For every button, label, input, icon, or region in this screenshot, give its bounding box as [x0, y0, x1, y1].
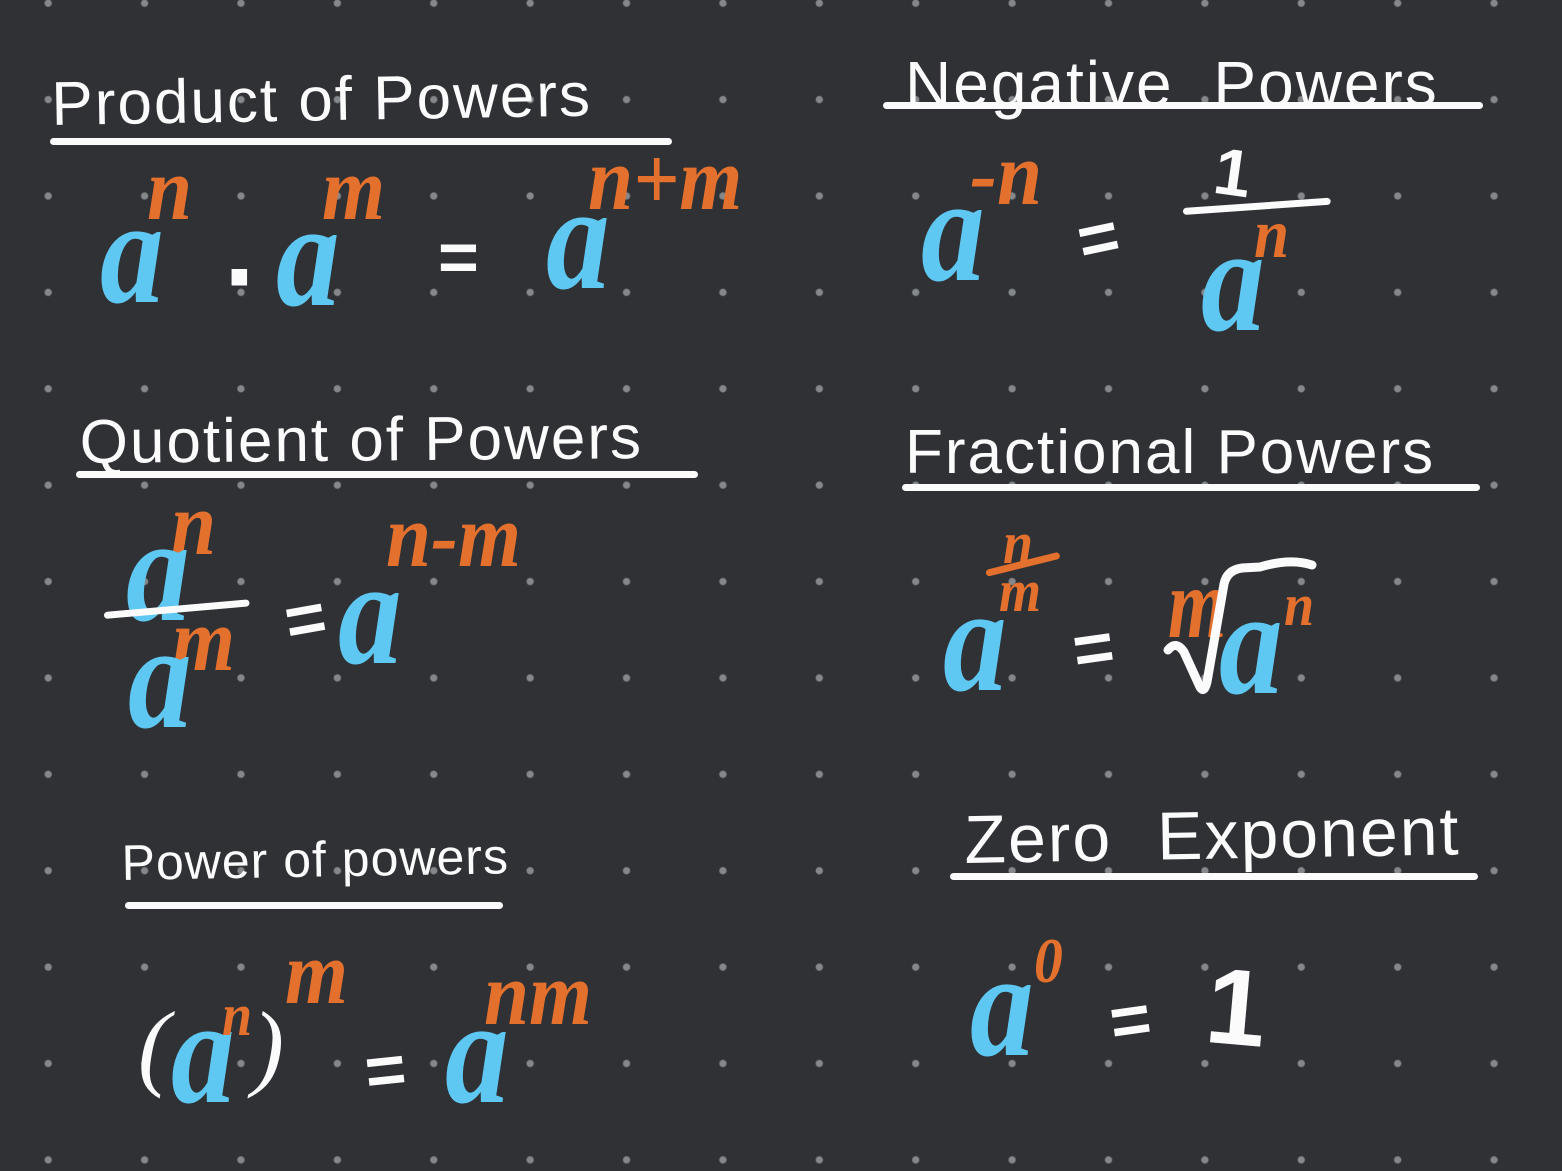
fractional-equals-sign: =	[1067, 606, 1120, 690]
fractional-base: a	[943, 557, 1007, 723]
product-base-1: a	[100, 169, 164, 335]
zero-exp: 0	[1034, 925, 1063, 996]
quotient-numerator-exp: n	[171, 475, 217, 574]
quotient-denominator-exp: m	[172, 591, 236, 690]
negative-fraction-bar	[1182, 197, 1331, 215]
radical-sign	[1163, 557, 1317, 694]
power-result-exp: nm	[484, 945, 593, 1044]
product-equals-sign: =	[438, 218, 479, 296]
product-result-exp: n+m	[588, 130, 743, 229]
negative-powers-title: Negative Powers	[905, 48, 1439, 120]
quotient-fraction-bar	[103, 599, 250, 619]
power-inner-exp: n	[222, 982, 253, 1048]
negative-denominator-exp: n	[1254, 196, 1290, 273]
close-paren: )	[252, 992, 284, 1099]
power-equals-sign: =	[361, 1029, 410, 1111]
fractional-exp-fraction-bar	[985, 551, 1061, 577]
product-of-powers-title: Product of Powers	[50, 60, 593, 139]
fractional-radicand-base: a	[1219, 560, 1283, 726]
product-result-base: a	[546, 155, 610, 321]
product-of-powers-underline	[50, 138, 672, 145]
power-result-base: a	[445, 969, 509, 1135]
negative-base: a	[921, 147, 985, 313]
fractional-root-index: m	[1168, 548, 1227, 659]
power-base: a	[171, 969, 235, 1135]
quotient-equals-sign: =	[278, 577, 333, 661]
quotient-result-base: a	[338, 530, 402, 696]
power-of-powers-underline	[125, 902, 503, 909]
multiplication-dot: ·	[224, 215, 261, 338]
zero-equals-sign: =	[1104, 978, 1157, 1062]
open-paren: (	[138, 992, 170, 1099]
power-of-powers-title: Power of powers	[121, 828, 510, 891]
negative-denominator-base: a	[1201, 197, 1265, 363]
negative-exp: -n	[970, 125, 1043, 224]
fractional-powers-title: Fractional Powers	[905, 418, 1436, 487]
product-exp-2: m	[322, 140, 386, 239]
product-exp-1: n	[147, 140, 193, 239]
negative-equals-sign: =	[1070, 195, 1127, 281]
fractional-radicand-exp: n	[1284, 572, 1315, 638]
power-outer-exp: m	[285, 924, 349, 1023]
fractional-powers-underline	[902, 484, 1480, 491]
product-base-2: a	[276, 172, 340, 338]
quotient-of-powers-title: Quotient of Powers	[79, 403, 644, 477]
quotient-denominator-base: a	[128, 594, 192, 760]
zero-base: a	[970, 922, 1034, 1088]
quotient-numerator-base: a	[126, 487, 190, 653]
fractional-exp-denominator: m	[999, 558, 1042, 624]
negative-fraction-numerator: 1	[1209, 132, 1257, 212]
zero-exponent-underline	[950, 873, 1478, 880]
negative-powers-underline	[883, 102, 1483, 109]
zero-exponent-title: Zero Exponent	[963, 793, 1462, 878]
quotient-result-exp: n-m	[386, 487, 522, 586]
quotient-of-powers-underline	[76, 471, 698, 478]
fractional-exp-numerator: n	[1003, 510, 1034, 576]
zero-result: 1	[1201, 943, 1272, 1070]
